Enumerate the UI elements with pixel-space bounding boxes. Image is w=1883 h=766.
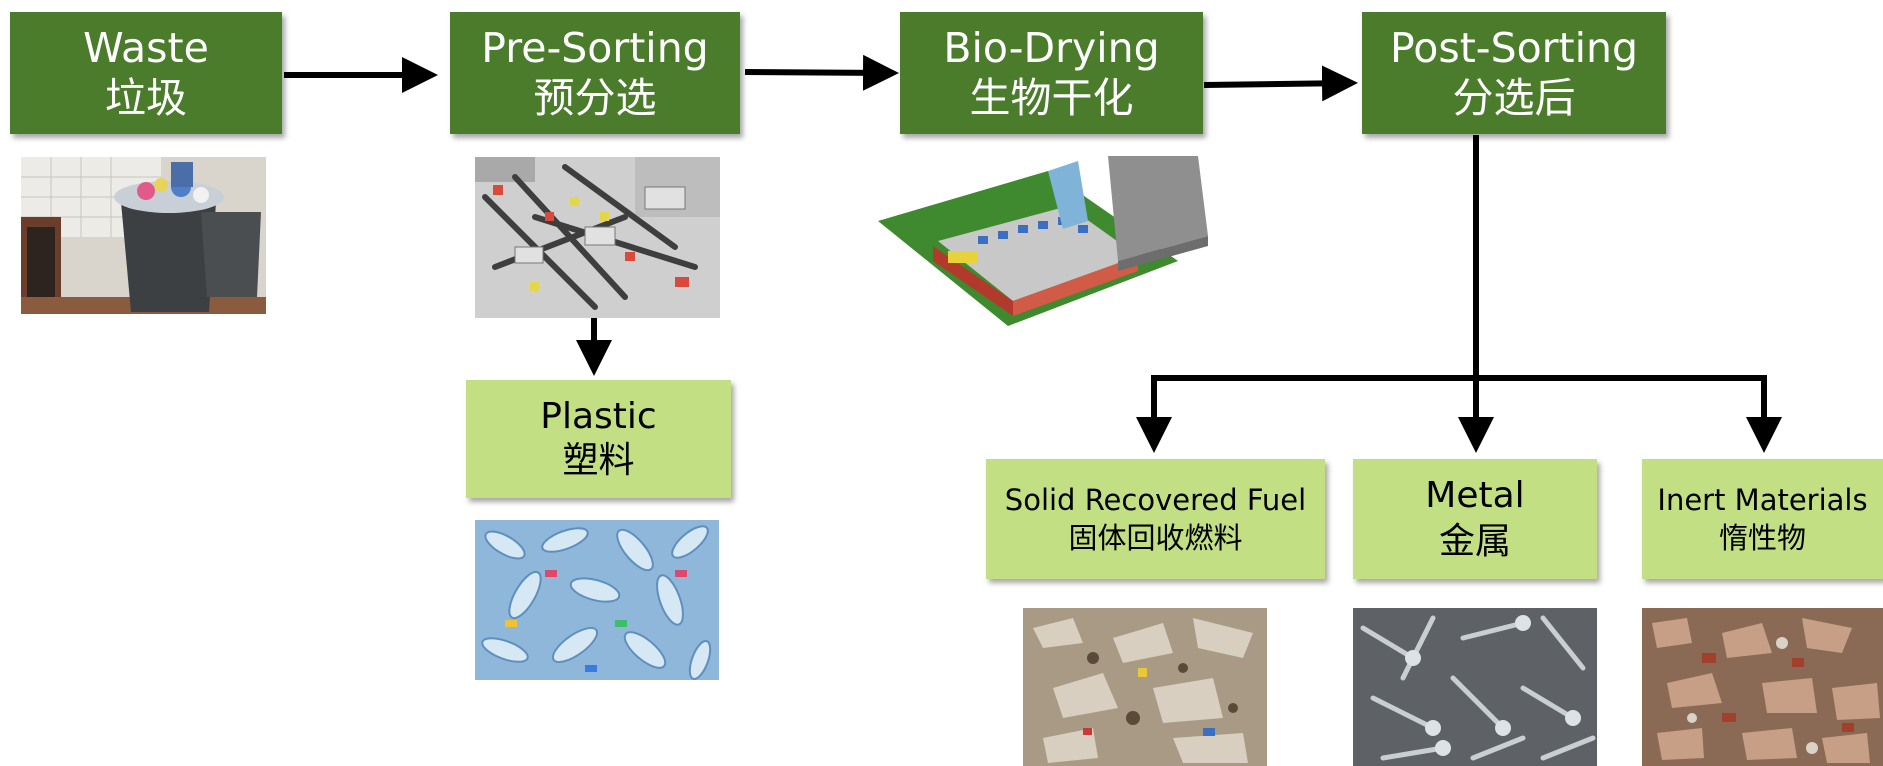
plastic-bottles-photo [475,520,719,680]
stage-label-en: Pre-Sorting [481,24,709,72]
inert-materials-photo [1642,608,1883,766]
arrow-biodrying-to-postsorting [1203,65,1358,102]
stage-label-zh: 预分选 [533,74,657,122]
output-label-en: Solid Recovered Fuel [1004,483,1307,517]
output-label-en: Inert Materials [1657,483,1868,517]
arrow-presorting-to-biodrying [744,54,899,91]
stage-label-zh: 垃圾 [105,74,187,122]
stage-box-presorting: Pre-Sorting 预分选 [450,12,740,134]
stage-label-en: Post-Sorting [1389,24,1639,72]
metal-screws-photo [1353,608,1597,766]
stage-box-postsorting: Post-Sorting 分选后 [1362,12,1666,134]
sorting-plant-illustration [475,157,720,318]
output-label-zh: 金属 [1438,521,1511,562]
srf-material-photo [1023,608,1267,766]
output-label-zh: 塑料 [562,440,635,481]
stage-box-biodrying: Bio-Drying 生物干化 [900,12,1203,134]
stage-box-waste: Waste 垃圾 [10,12,282,134]
stage-label-en: Waste [83,24,209,72]
output-box-plastic: Plastic 塑料 [466,380,731,498]
output-box-inert: Inert Materials 惰性物 [1642,459,1883,579]
stage-label-zh: 生物干化 [969,74,1134,122]
biodrying-plant-illustration [878,151,1218,332]
output-box-metal: Metal 金属 [1353,459,1597,579]
output-label-en: Metal [1425,475,1525,516]
output-label-en: Plastic [540,396,657,437]
output-box-srf: Solid Recovered Fuel 固体回收燃料 [986,459,1325,579]
stage-label-en: Bio-Drying [943,24,1160,72]
stage-label-zh: 分选后 [1452,74,1576,122]
output-label-zh: 惰性物 [1718,521,1806,555]
output-label-zh: 固体回收燃料 [1068,521,1243,555]
waste-bins-photo [21,157,266,314]
